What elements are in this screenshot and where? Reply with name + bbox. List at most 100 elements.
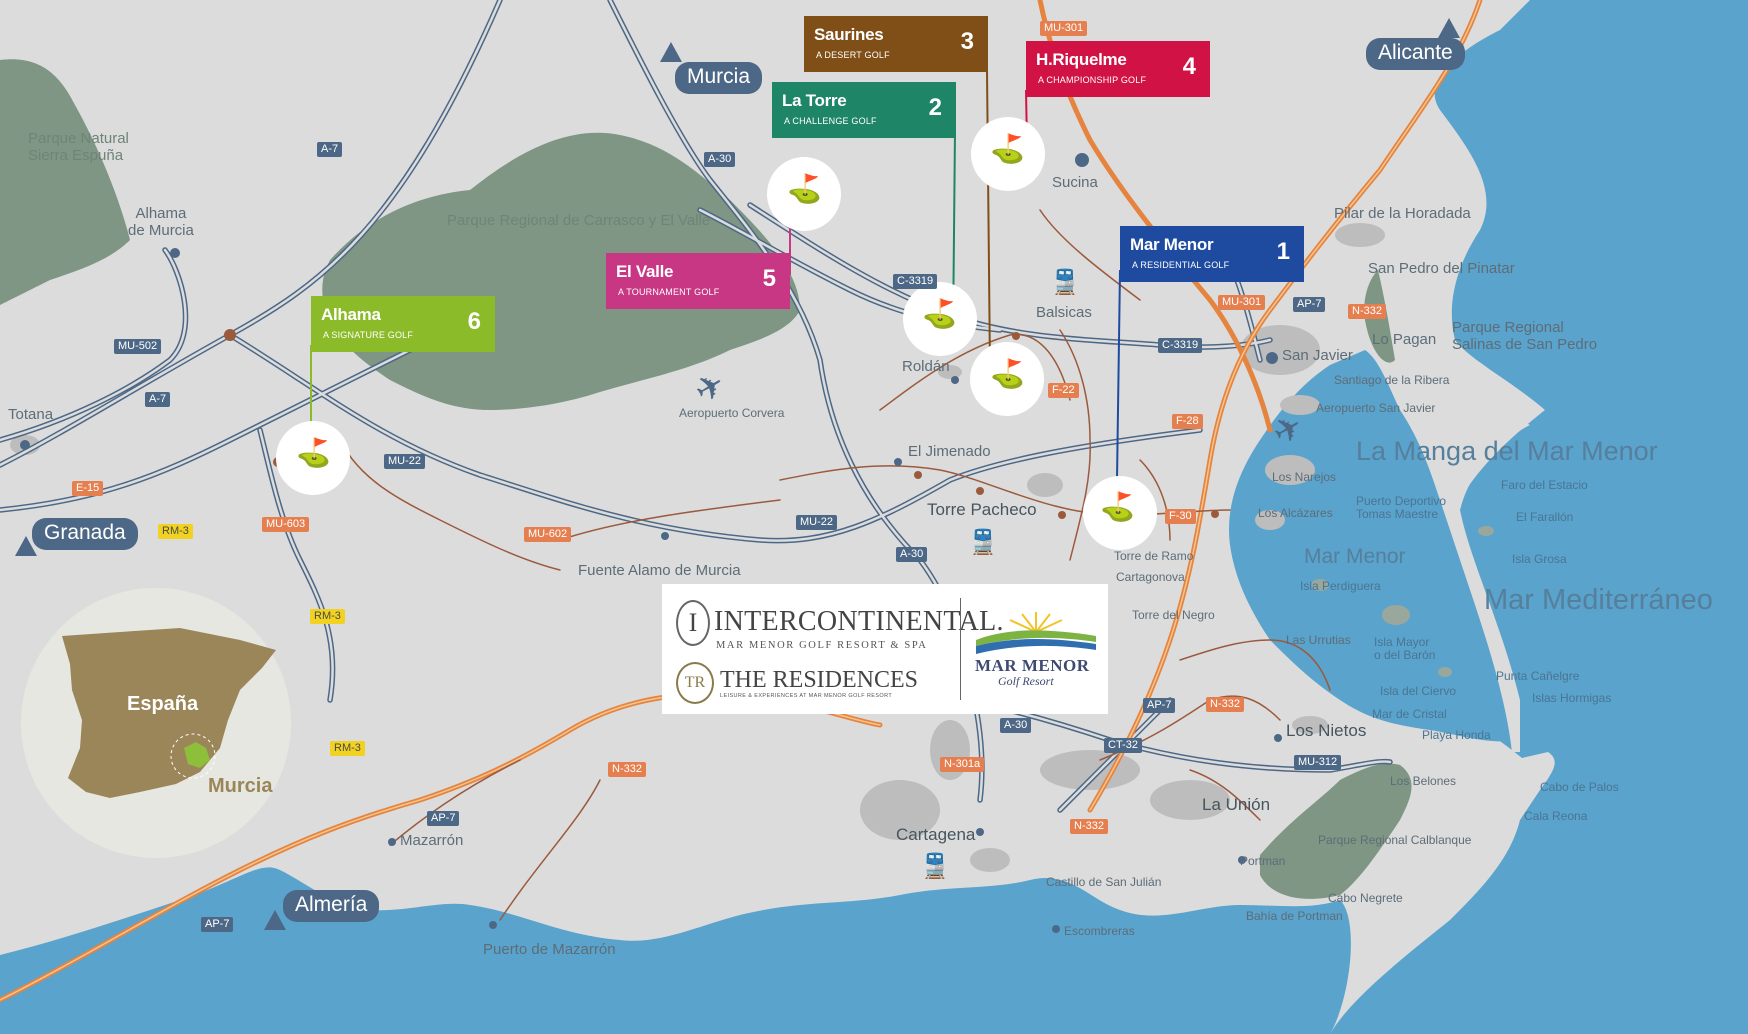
road-shield: CT-32 bbox=[1104, 738, 1142, 753]
road-shield: C-3319 bbox=[893, 274, 938, 289]
label-los-alcazares: Los Alcázares bbox=[1258, 506, 1333, 520]
label-el-farallon: El Farallón bbox=[1516, 510, 1574, 524]
golf-course-icon: ⛳ bbox=[990, 133, 1025, 164]
label-alhama-de-murcia: Alhama de Murcia bbox=[128, 205, 194, 239]
label-isla-perdiguera: Isla Perdiguera bbox=[1300, 579, 1381, 593]
golf-circle-5[interactable] bbox=[903, 282, 977, 356]
city-alicante[interactable]: Alicante bbox=[1366, 38, 1465, 70]
road-shield: N-332 bbox=[608, 762, 646, 777]
label-sucina: Sucina bbox=[1052, 174, 1098, 191]
label-parque-salinas: Parque Regional Salinas de San Pedro bbox=[1452, 319, 1598, 353]
road-shield: AP-7 bbox=[1143, 698, 1176, 713]
intercontinental-name: INTERCONTINENTAL. bbox=[714, 606, 1004, 637]
golf-course-icon: ⛳ bbox=[787, 173, 822, 204]
label-islas-hormigas: Islas Hormigas bbox=[1532, 691, 1612, 705]
golf-name: El Valle bbox=[616, 262, 674, 281]
label-lo-pagan: Lo Pagan bbox=[1372, 331, 1437, 348]
label-los-narejos: Los Narejos bbox=[1272, 470, 1337, 484]
label-fuente-alamo: Fuente Alamo de Murcia bbox=[578, 562, 741, 579]
label-los-belones: Los Belones bbox=[1390, 774, 1457, 788]
label-torre-pacheco: Torre Pacheco bbox=[927, 500, 1037, 519]
road-shield: MU-301 bbox=[1040, 21, 1088, 36]
label-las-urrutias: Las Urrutias bbox=[1286, 633, 1351, 647]
golf-label-4[interactable]: H.Riquelme A CHAMPIONSHIP GOLF 4 bbox=[1026, 41, 1210, 97]
golf-circle-3[interactable] bbox=[970, 342, 1044, 416]
road-shield: A-7 bbox=[317, 142, 343, 157]
golf-subtitle: A TOURNAMENT GOLF bbox=[618, 287, 720, 297]
golf-circle-4[interactable] bbox=[971, 117, 1045, 191]
label-playa-honda: Playa Honda bbox=[1422, 728, 1491, 742]
golf-course-icon: ⛳ bbox=[990, 358, 1025, 389]
road-shield: RM-3 bbox=[158, 524, 193, 539]
golf-course-icon: ⛳ bbox=[1100, 491, 1135, 522]
label-parque-natural: Parque Natural Sierra Espuña bbox=[28, 130, 129, 164]
city-marker-icon bbox=[1438, 18, 1460, 38]
label-cartagena: Cartagena bbox=[896, 825, 976, 844]
label-faro: Faro del Estacio bbox=[1501, 478, 1588, 492]
golf-circle-1[interactable] bbox=[1083, 476, 1157, 550]
label-cabo-de-palos: Cabo de Palos bbox=[1540, 780, 1619, 794]
golf-label-3[interactable]: Saurines A DESERT GOLF 3 bbox=[804, 16, 988, 72]
train-icon: 🚆 bbox=[920, 853, 950, 880]
golf-subtitle: A SIGNATURE GOLF bbox=[323, 330, 414, 340]
road-shield: N-332 bbox=[1206, 697, 1244, 712]
road-shield: F-30 bbox=[1165, 509, 1196, 524]
golf-label-2[interactable]: La Torre A CHALLENGE GOLF 2 bbox=[772, 82, 956, 138]
golf-label-1[interactable]: Mar Menor A RESIDENTIAL GOLF 1 bbox=[1120, 226, 1304, 282]
inset-spain bbox=[62, 628, 276, 798]
golf-label-5[interactable]: El Valle A TOURNAMENT GOLF 5 bbox=[606, 253, 790, 309]
train-icon: 🚆 bbox=[968, 529, 998, 556]
golf-course-icon: ⛳ bbox=[922, 298, 957, 329]
city-marker-icon bbox=[15, 536, 37, 556]
golf-number: 5 bbox=[762, 265, 776, 292]
golf-label-6[interactable]: Alhama A SIGNATURE GOLF 6 bbox=[311, 296, 495, 352]
park-sierra-espuna bbox=[0, 59, 130, 305]
golf-circle-6[interactable] bbox=[276, 421, 350, 495]
city-murcia[interactable]: Murcia bbox=[675, 62, 763, 94]
golf-number: 4 bbox=[1182, 53, 1196, 80]
city-marker-icon bbox=[660, 42, 682, 62]
road-shield: A-30 bbox=[1000, 718, 1032, 733]
road-shield: E-15 bbox=[72, 481, 104, 496]
golf-number: 6 bbox=[467, 308, 481, 335]
label-mar-mediterraneo: Mar Mediterráneo bbox=[1484, 584, 1713, 616]
label-mar-de-cristal: Mar de Cristal bbox=[1372, 707, 1447, 721]
sea-mediterranean bbox=[1330, 0, 1748, 1034]
intercontinental-logo-icon: I bbox=[676, 600, 710, 646]
label-torre-de-ramo: Torre de Ramo bbox=[1114, 549, 1194, 563]
golf-name: Alhama bbox=[321, 305, 381, 324]
road-shield: N-301a bbox=[940, 757, 985, 772]
golf-number: 3 bbox=[960, 28, 974, 55]
label-el-jimenado: El Jimenado bbox=[908, 443, 991, 460]
label-pilar: Pilar de la Horadada bbox=[1334, 205, 1471, 222]
road-shield: F-22 bbox=[1048, 383, 1079, 398]
road-shield: C-3319 bbox=[1158, 338, 1203, 353]
road-shield: MU-22 bbox=[796, 515, 838, 530]
road-shield: MU-603 bbox=[262, 517, 310, 532]
golf-circle-2[interactable] bbox=[767, 157, 841, 231]
label-parque-calblanque: Parque Regional Calblanque bbox=[1318, 833, 1472, 847]
golf-name: Mar Menor bbox=[1130, 235, 1214, 254]
road-shield: N-332 bbox=[1348, 304, 1386, 319]
marmenor-sub: Golf Resort bbox=[998, 674, 1054, 688]
label-puerto-mazarron: Puerto de Mazarrón bbox=[483, 941, 616, 958]
park-calblanque bbox=[1260, 763, 1412, 899]
label-isla-del-ciervo: Isla del Ciervo bbox=[1380, 684, 1457, 698]
label-totana: Totana bbox=[8, 406, 54, 423]
label-balsicas: Balsicas bbox=[1036, 304, 1092, 321]
golf-subtitle: A CHALLENGE GOLF bbox=[784, 116, 877, 126]
city-granada[interactable]: Granada bbox=[32, 518, 138, 550]
label-cala-reona: Cala Reona bbox=[1524, 809, 1588, 823]
label-san-pedro: San Pedro del Pinatar bbox=[1368, 260, 1515, 277]
label-isla-mayor: Isla Mayor o del Barón bbox=[1374, 635, 1436, 663]
label-castillo: Castillo de San Julián bbox=[1046, 875, 1162, 889]
golf-course-icon: ⛳ bbox=[296, 437, 331, 468]
intercontinental-sub: MAR MENOR GOLF RESORT & SPA bbox=[716, 640, 928, 651]
city-almeria[interactable]: Almería bbox=[283, 890, 380, 922]
mar-menor-lagoon bbox=[1229, 350, 1515, 742]
road-shield: A-30 bbox=[704, 152, 736, 167]
city-marker-icon bbox=[264, 910, 286, 930]
road-shield: MU-301 bbox=[1218, 295, 1266, 310]
label-cartagonova: Cartagonova bbox=[1116, 570, 1185, 584]
